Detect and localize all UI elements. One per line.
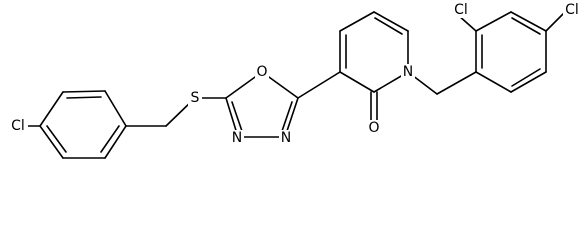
atom-label-chlorine: Cl (454, 2, 468, 18)
atom-label-chlorine: Cl (565, 2, 579, 18)
bond (373, 11, 409, 32)
double-bond-inner (231, 101, 244, 135)
bond (475, 71, 512, 93)
double-bond-inner (66, 96, 102, 99)
bond (62, 90, 106, 93)
bond (475, 11, 512, 32)
atom-label-nitrogen: N (281, 130, 291, 146)
molecule-diagram: Cl S O N N N O Cl Cl (11, 2, 579, 159)
bond (510, 71, 547, 93)
atom-label-nitrogen: N (232, 130, 242, 146)
bond-ch2-to-ring (436, 71, 477, 95)
atom-label-oxygen: O (256, 64, 267, 80)
bond (510, 11, 547, 32)
bond (39, 125, 64, 159)
double-bond-inner (511, 17, 541, 35)
bond (104, 125, 127, 159)
atom-label-oxygen: O (368, 120, 379, 136)
double-bond-inner (280, 101, 293, 135)
atom-label-nitrogen: N (403, 64, 413, 80)
double-bond-inner (511, 68, 541, 87)
atom-label-chlorine: Cl (11, 118, 25, 134)
double-bond-inner (374, 17, 403, 35)
bond (339, 71, 375, 93)
chlorobenzyl-ring (39, 90, 127, 159)
double-bond-inner (100, 125, 120, 153)
oxadiazole-ring (225, 71, 299, 138)
pyridone-ring (339, 11, 409, 93)
bond (39, 91, 64, 127)
bond (104, 90, 127, 127)
double-bond-inner (46, 125, 67, 153)
bond-oxadiazole-to-pyridone (297, 71, 341, 99)
bond (339, 11, 375, 32)
dichlorophenyl-ring (475, 11, 547, 93)
atom-label-sulfur: S (191, 90, 200, 106)
bond-ring-to-chlorine (545, 12, 565, 32)
